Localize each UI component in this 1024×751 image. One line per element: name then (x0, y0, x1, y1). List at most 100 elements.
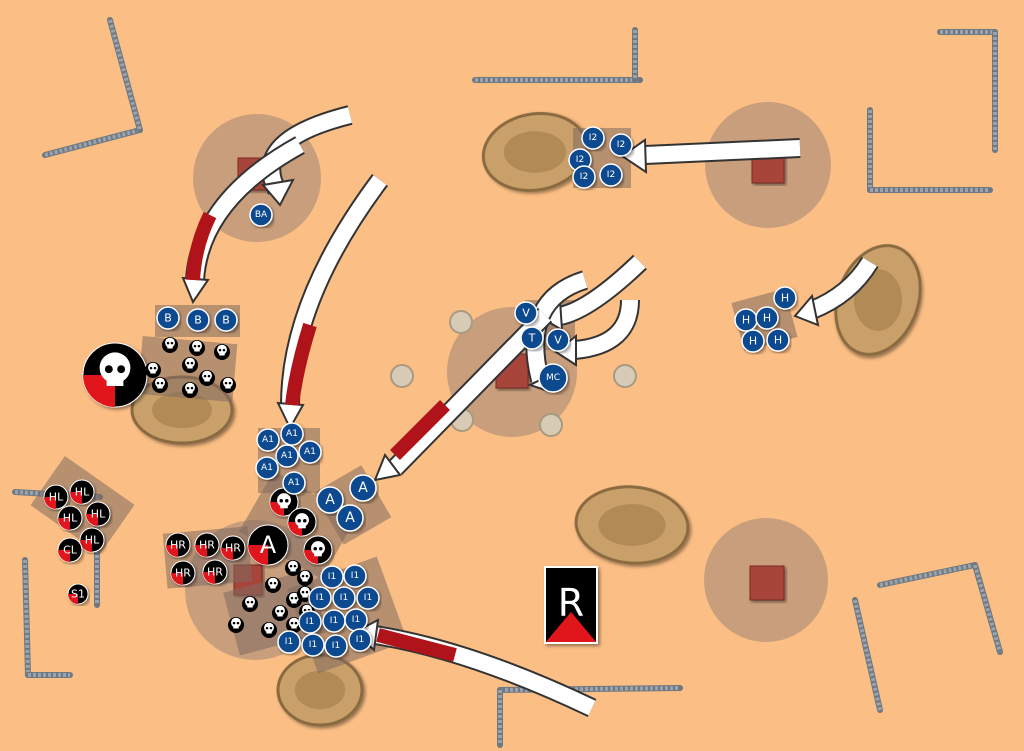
enemy-unit-hl[interactable]: HL (57, 505, 83, 531)
blue-unit-v[interactable]: V (546, 328, 570, 352)
blue-unit-a1[interactable]: A1 (298, 440, 322, 464)
blue-unit-h[interactable]: H (755, 306, 779, 330)
enemy-skull-unit[interactable] (303, 535, 333, 565)
unit-token[interactable] (349, 474, 377, 502)
skull-model[interactable] (272, 605, 288, 621)
enemy-unit-hr[interactable]: HR (165, 532, 191, 558)
unit-token[interactable] (572, 165, 596, 189)
unit-token[interactable] (255, 456, 279, 480)
blue-unit-ba[interactable]: BA (249, 203, 273, 227)
skull-model[interactable] (261, 622, 277, 638)
unit-token[interactable] (249, 203, 273, 227)
unit-token[interactable] (599, 163, 623, 187)
unit-token[interactable] (514, 301, 538, 325)
unit-token[interactable] (214, 308, 238, 332)
blue-unit-i1[interactable]: I1 (344, 608, 368, 632)
blue-unit-i2[interactable]: I2 (609, 133, 633, 157)
blue-unit-i1[interactable]: I1 (356, 586, 380, 610)
blue-unit-a1[interactable]: A1 (282, 471, 306, 495)
blue-unit-i1[interactable]: I1 (298, 610, 322, 634)
enemy-skull-unit[interactable] (269, 487, 299, 517)
unit-token[interactable] (520, 326, 544, 350)
unit-token[interactable] (324, 634, 348, 658)
blue-unit-h[interactable]: H (773, 286, 797, 310)
unit-token[interactable] (343, 564, 367, 588)
blue-unit-i1[interactable]: I1 (332, 586, 356, 610)
r-marker[interactable]: R (544, 566, 598, 644)
blue-unit-t[interactable]: T (520, 326, 544, 350)
skull-model[interactable] (286, 617, 302, 633)
skull-model[interactable] (242, 596, 258, 612)
skull-model[interactable] (265, 577, 281, 593)
unit-token[interactable] (538, 363, 568, 393)
skull-model[interactable] (152, 377, 168, 393)
blue-unit-a[interactable]: A (349, 474, 377, 502)
unit-token[interactable] (308, 586, 332, 610)
blue-unit-b[interactable]: B (186, 308, 210, 332)
unit-token[interactable] (275, 444, 299, 468)
unit-token[interactable] (298, 440, 322, 464)
blue-unit-v[interactable]: V (514, 301, 538, 325)
unit-token[interactable] (609, 133, 633, 157)
unit-token[interactable] (332, 586, 356, 610)
unit-token[interactable] (773, 286, 797, 310)
skull-model[interactable] (145, 362, 161, 378)
blue-unit-i1[interactable]: I1 (320, 565, 344, 589)
blue-unit-a1[interactable]: A1 (280, 422, 304, 446)
blue-unit-i1[interactable]: I1 (324, 634, 348, 658)
unit-token[interactable] (282, 471, 306, 495)
enemy-unit-hl[interactable]: HL (43, 484, 69, 510)
unit-token[interactable] (348, 628, 372, 652)
unit-token[interactable] (277, 630, 301, 654)
blue-unit-a1[interactable]: A1 (275, 444, 299, 468)
enemy-unit-s1[interactable]: S1 (67, 583, 89, 605)
unit-token[interactable] (356, 586, 380, 610)
enemy-unit-a[interactable]: A (247, 524, 289, 566)
enemy-unit-hr[interactable]: HR (194, 532, 220, 558)
blue-unit-a1[interactable]: A1 (255, 456, 279, 480)
blue-unit-i1[interactable]: I1 (301, 633, 325, 657)
enemy-general-emblem[interactable] (82, 342, 148, 408)
enemy-skull-unit[interactable] (287, 507, 317, 537)
blue-unit-i1[interactable]: I1 (322, 609, 346, 633)
blue-unit-i2[interactable]: I2 (599, 163, 623, 187)
unit-token[interactable] (301, 633, 325, 657)
skull-model[interactable] (199, 370, 215, 386)
unit-token[interactable] (546, 328, 570, 352)
skull-model[interactable] (182, 382, 198, 398)
blue-unit-b[interactable]: B (156, 306, 180, 330)
unit-token[interactable] (581, 126, 605, 150)
blue-unit-mc[interactable]: MC (538, 363, 568, 393)
blue-unit-h[interactable]: H (741, 329, 765, 353)
unit-token[interactable] (156, 306, 180, 330)
blue-unit-i2[interactable]: I2 (572, 165, 596, 189)
enemy-unit-hl[interactable]: HL (79, 527, 105, 553)
blue-unit-a[interactable]: A (336, 504, 364, 532)
unit-token[interactable] (256, 428, 280, 452)
enemy-unit-hr[interactable]: HR (170, 560, 196, 586)
blue-unit-i1[interactable]: I1 (348, 628, 372, 652)
skull-model[interactable] (286, 592, 302, 608)
blue-unit-a1[interactable]: A1 (256, 428, 280, 452)
unit-token[interactable] (766, 328, 790, 352)
unit-token[interactable] (186, 308, 210, 332)
enemy-unit-cl[interactable]: CL (57, 537, 83, 563)
skull-model[interactable] (220, 377, 236, 393)
blue-unit-i1[interactable]: I1 (277, 630, 301, 654)
blue-unit-i2[interactable]: I2 (581, 126, 605, 150)
unit-token[interactable] (316, 486, 344, 514)
enemy-unit-hr[interactable]: HR (202, 559, 228, 585)
blue-unit-h[interactable]: H (734, 308, 758, 332)
unit-token[interactable] (280, 422, 304, 446)
skull-model[interactable] (162, 337, 178, 353)
enemy-unit-hl[interactable]: HL (69, 479, 95, 505)
unit-token[interactable] (320, 565, 344, 589)
blue-unit-a[interactable]: A (316, 486, 344, 514)
enemy-unit-hl[interactable]: HL (85, 501, 111, 527)
skull-model[interactable] (214, 344, 230, 360)
skull-model[interactable] (228, 617, 244, 633)
skull-model[interactable] (297, 570, 313, 586)
skull-model[interactable] (182, 357, 198, 373)
skull-model[interactable] (285, 560, 301, 576)
unit-token[interactable] (336, 504, 364, 532)
